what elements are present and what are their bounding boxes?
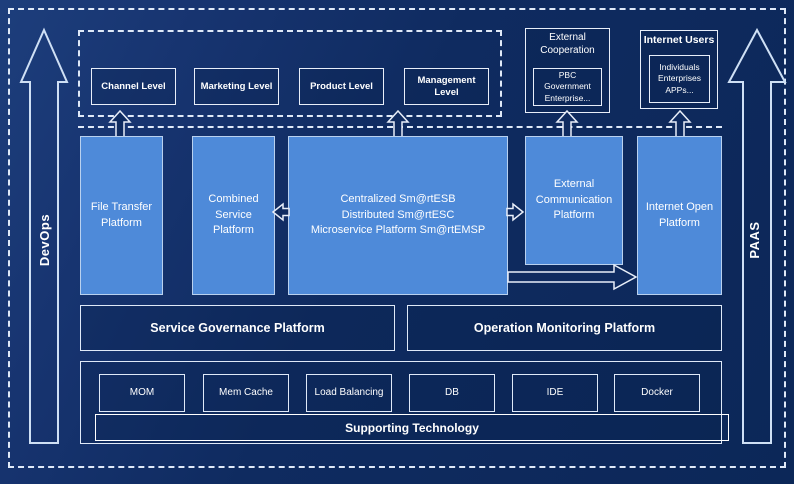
outer-dashed-border (8, 8, 786, 468)
tech-box-mem-cache: Mem Cache (203, 374, 289, 412)
marketing-level-box: Marketing Level (194, 68, 279, 105)
management-level-box: Management Level (404, 68, 489, 105)
external-cooperation-group: External Cooperation PBC Government Ente… (525, 28, 610, 113)
internet-open-platform: Internet Open Platform (637, 136, 722, 295)
external-cooperation-title: External Cooperation (540, 32, 595, 56)
left-arrow-icon (271, 202, 290, 222)
tech-box-db: DB (409, 374, 495, 412)
service-governance-platform: Service Governance Platform (80, 305, 395, 351)
central-line-1: Centralized Sm@rtESB (340, 192, 456, 205)
supporting-technology-bar: Supporting Technology (95, 414, 729, 441)
operation-monitoring-platform: Operation Monitoring Platform (407, 305, 722, 351)
internet-users-title: Internet Users (643, 34, 715, 46)
up-arrow-icon (555, 109, 579, 138)
internet-users-group: Internet Users Individuals Enterprises A… (640, 30, 718, 109)
channel-level-box: Channel Level (91, 68, 176, 105)
tech-box-ide: IDE (512, 374, 598, 412)
tech-box-docker: Docker (614, 374, 700, 412)
levels-group: Channel Level Marketing Level Product Le… (78, 30, 502, 117)
tech-box-mom: MOM (99, 374, 185, 412)
tech-box-load-balancing: Load Balancing (306, 374, 392, 412)
devops-label: DevOps (36, 213, 52, 267)
file-transfer-platform: File Transfer Platform (80, 136, 163, 295)
supporting-technology-group: MOM Mem Cache Load Balancing DB IDE Dock… (80, 361, 729, 444)
long-right-arrow-icon (507, 263, 638, 291)
up-arrow-icon (668, 109, 692, 138)
combined-service-platform: Combined Service Platform (192, 136, 275, 295)
right-arrow-icon (506, 202, 525, 222)
central-esb-platform: Centralized Sm@rtESB Distributed Sm@rtES… (288, 136, 508, 295)
central-line-2: Distributed Sm@rtESC (341, 208, 455, 221)
pbc-government-box: PBC Government Enterprise... (533, 68, 602, 106)
devops-arrow-icon (19, 27, 69, 444)
central-line-3: Microservice Platform Sm@rtEMSP (310, 224, 486, 237)
up-arrow-icon (386, 109, 410, 138)
internet-users-inner-box: Individuals Enterprises APPs... (649, 55, 710, 103)
product-level-box: Product Level (299, 68, 384, 105)
external-communication-platform: External Communication Platform (525, 136, 623, 265)
paas-label: PAAS (746, 221, 762, 259)
paas-arrow-icon (727, 27, 787, 444)
up-arrow-icon (108, 109, 132, 138)
